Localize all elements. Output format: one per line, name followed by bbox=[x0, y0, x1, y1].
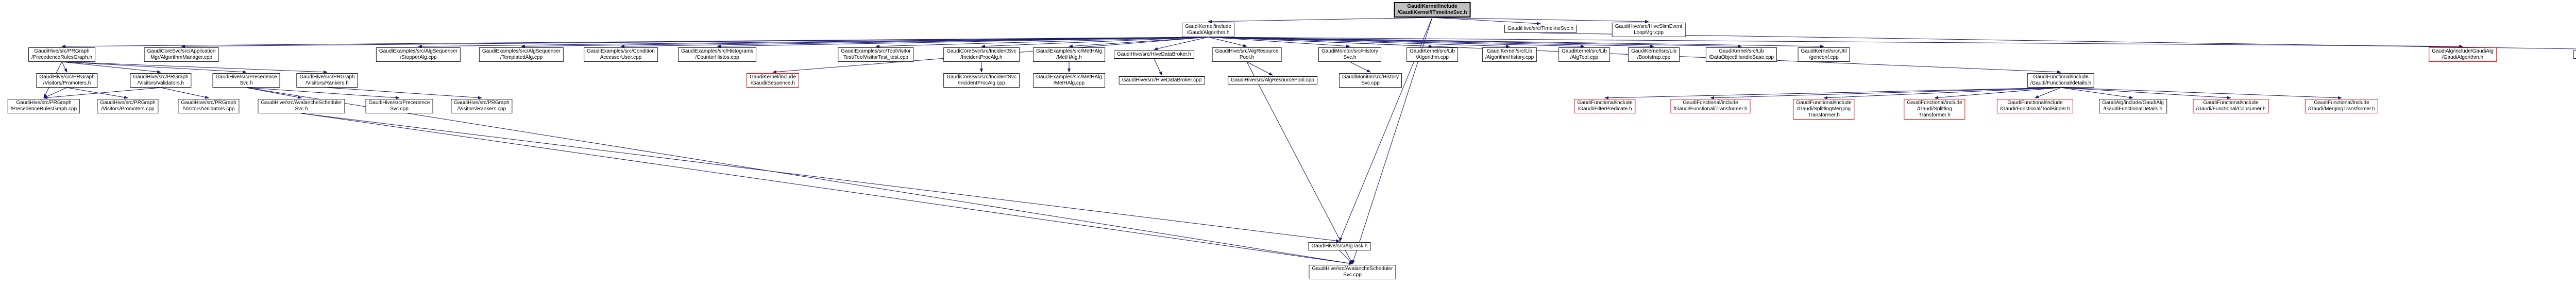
include-edge bbox=[61, 61, 328, 74]
include-edge bbox=[1154, 37, 1209, 50]
include-edge bbox=[1432, 17, 1649, 23]
graph-node-incproc_cpp[interactable]: GaudiCoreSvc/src/IncidentSvc/IncidentPro… bbox=[943, 73, 1020, 88]
include-edge bbox=[2060, 87, 2342, 99]
include-edge bbox=[43, 87, 161, 99]
graph-node-tls_h[interactable]: GaudiHive/src/TimelineSvc.h bbox=[1504, 25, 1577, 33]
include-edge bbox=[301, 113, 1353, 265]
graph-node-vali_cpp[interactable]: GaudiHive/src/PRGraph/Visitors/Validator… bbox=[178, 99, 240, 113]
graph-node-alg_h[interactable]: GaudiKernel/include/Gaudi/Algorithm.h bbox=[1181, 23, 1235, 37]
include-edge bbox=[1710, 87, 2061, 99]
include-edge bbox=[2060, 87, 2133, 99]
include-edge bbox=[61, 61, 67, 73]
graph-node-splitmerge_h[interactable]: GaudiFunctional/include/Gaudi/SplittingM… bbox=[1793, 99, 1855, 120]
include-edge bbox=[43, 87, 67, 98]
graph-node-tls_cpp[interactable]: GaudiHive/src/TimelineSvc.cpp bbox=[2573, 50, 2576, 59]
graph-node-prom_cpp[interactable]: GaudiHive/src/PRGraph/Visitors/Promoters… bbox=[97, 99, 159, 113]
graph-node-lib_algorithm_cpp[interactable]: GaudiKernel/src/Lib/Algorithm.cpp bbox=[1406, 47, 1458, 62]
include-edge bbox=[61, 61, 161, 74]
include-edge bbox=[61, 61, 247, 74]
graph-node-consumer_h[interactable]: GaudiFunctional/include/Gaudi/Functional… bbox=[2193, 99, 2269, 113]
include-edge bbox=[521, 37, 1209, 48]
include-edge bbox=[1349, 61, 1371, 73]
include-edge bbox=[327, 87, 482, 99]
include-edge bbox=[160, 87, 209, 99]
graph-node-lib_algtool_cpp[interactable]: GaudiKernel/src/Lib/AlgTool.cpp bbox=[1558, 47, 1610, 62]
graph-node-lib_bootstrap_cpp[interactable]: GaudiKernel/src/Lib/Bootstrap.cpp bbox=[1628, 47, 1680, 62]
include-edge bbox=[1208, 37, 1510, 48]
graph-node-mergetrans_h[interactable]: GaudiFunctional/include/Gaudi/MergingTra… bbox=[2304, 99, 2379, 113]
include-edge bbox=[875, 37, 1209, 48]
include-edge bbox=[1069, 37, 1209, 48]
include-edge bbox=[1208, 37, 1824, 48]
graph-node-chistos_cpp[interactable]: GaudiExamples/src/Histograms/CounterHist… bbox=[677, 47, 757, 62]
graph-node-broker_h[interactable]: GaudiHive/src/HiveDataBroker.h bbox=[1114, 50, 1194, 59]
graph-node-prg_h[interactable]: GaudiHive/src/PRGraph/PrecedenceRulesGra… bbox=[28, 47, 95, 62]
graph-node-stopper_cpp[interactable]: GaudiExamples/src/AlgSequencer/StopperAl… bbox=[376, 47, 461, 62]
graph-node-gaudialg_h[interactable]: GaudiAlg/include/GaudiAlg/GaudiAlgorithm… bbox=[2429, 47, 2497, 62]
graph-node-prom_h[interactable]: GaudiHive/src/PRGraph/Visitors/Promoters… bbox=[36, 73, 98, 88]
include-edge bbox=[1934, 87, 2061, 99]
include-edge bbox=[1208, 37, 1350, 48]
include-edge bbox=[1339, 250, 1353, 264]
graph-node-meth_h[interactable]: GaudiExamples/src/MetHAlg/MetHAlg.h bbox=[1033, 47, 1105, 62]
graph-node-rank_h[interactable]: GaudiHive/src/PRGraph/Visitors/Rankers.h bbox=[296, 73, 358, 88]
include-edge bbox=[181, 37, 1209, 48]
graph-node-lib_dohb_cpp[interactable]: GaudiKernel/src/Lib/DataObjectHandleBase… bbox=[1705, 47, 1777, 62]
graph-node-genconf_cpp[interactable]: GaudiKernel/src/Util/genconf.cpp bbox=[1798, 47, 1850, 62]
graph-node-toolbinder_h[interactable]: GaudiFunctional/include/Gaudi/Functional… bbox=[1996, 99, 2074, 113]
include-edge bbox=[246, 87, 400, 99]
include-edge bbox=[1432, 17, 1541, 25]
include-edge bbox=[1604, 87, 2061, 99]
graph-node-algtask_h[interactable]: GaudiHive/src/AlgTask.h bbox=[1308, 242, 1371, 250]
include-edge bbox=[717, 37, 1209, 48]
include-edge bbox=[301, 113, 1340, 243]
graph-node-producer_h[interactable]: GaudiAlg/include/GaudiAlg/GaudiFunctiona… bbox=[2099, 99, 2167, 113]
include-edge bbox=[1540, 32, 2576, 49]
graph-node-incproc_h[interactable]: GaudiCoreSvc/src/IncidentSvc/IncidentPro… bbox=[943, 47, 1020, 62]
include-edge bbox=[1208, 17, 1433, 23]
include-edge bbox=[981, 37, 1209, 48]
graph-node-root: GaudiKernel/include/GaudiKernel/ITimelin… bbox=[1394, 2, 1471, 18]
graph-node-templated_cpp[interactable]: GaudiExamples/src/AlgSequencer/Templated… bbox=[479, 47, 564, 62]
graph-node-broker_cpp[interactable]: GaudiHive/src/HiveDataBroker.cpp bbox=[1118, 76, 1205, 85]
include-edge bbox=[2035, 87, 2061, 98]
graph-node-meth_cpp[interactable]: GaudiExamples/src/MetHAlg/MetHAlg.cpp bbox=[1033, 73, 1105, 88]
include-edge bbox=[1823, 87, 2061, 99]
include-edge bbox=[246, 87, 1353, 265]
graph-node-rank_cpp[interactable]: GaudiHive/src/PRGraph/Visitors/Rankers.c… bbox=[451, 99, 513, 113]
graph-node-transformer_h[interactable]: GaudiFunctional/include/Gaudi/Functional… bbox=[1670, 99, 1751, 113]
include-edge bbox=[1208, 37, 2463, 48]
graph-node-prg_cpp[interactable]: GaudiHive/src/PRGraph/PrecedenceRulesGra… bbox=[7, 99, 80, 113]
graph-node-vali_h[interactable]: GaudiHive/src/PRGraph/Visitors/Validator… bbox=[130, 73, 192, 88]
graph-node-lib_alghist_cpp[interactable]: GaudiKernel/src/Lib/AlgorithmHistory.cpp bbox=[1482, 47, 1537, 62]
include-edge bbox=[1246, 61, 1353, 264]
include-edge bbox=[1246, 61, 1273, 76]
graph-node-details_h[interactable]: GaudiFunctional/include/Gaudi/Functional… bbox=[2027, 73, 2095, 88]
include-edge bbox=[1208, 37, 1247, 47]
graph-node-filter_h[interactable]: GaudiFunctional/include/Gaudi/FilterPred… bbox=[1574, 99, 1636, 113]
include-edge bbox=[2060, 87, 2231, 99]
include-edge bbox=[1154, 58, 1162, 76]
include-edge bbox=[66, 87, 128, 99]
graph-node-seq_h[interactable]: GaudiKernel/include/Gaudi/Sequence.h bbox=[746, 73, 800, 88]
graph-node-pool_cpp[interactable]: GaudiHive/src/AlgResourcePool.cpp bbox=[1228, 76, 1317, 85]
